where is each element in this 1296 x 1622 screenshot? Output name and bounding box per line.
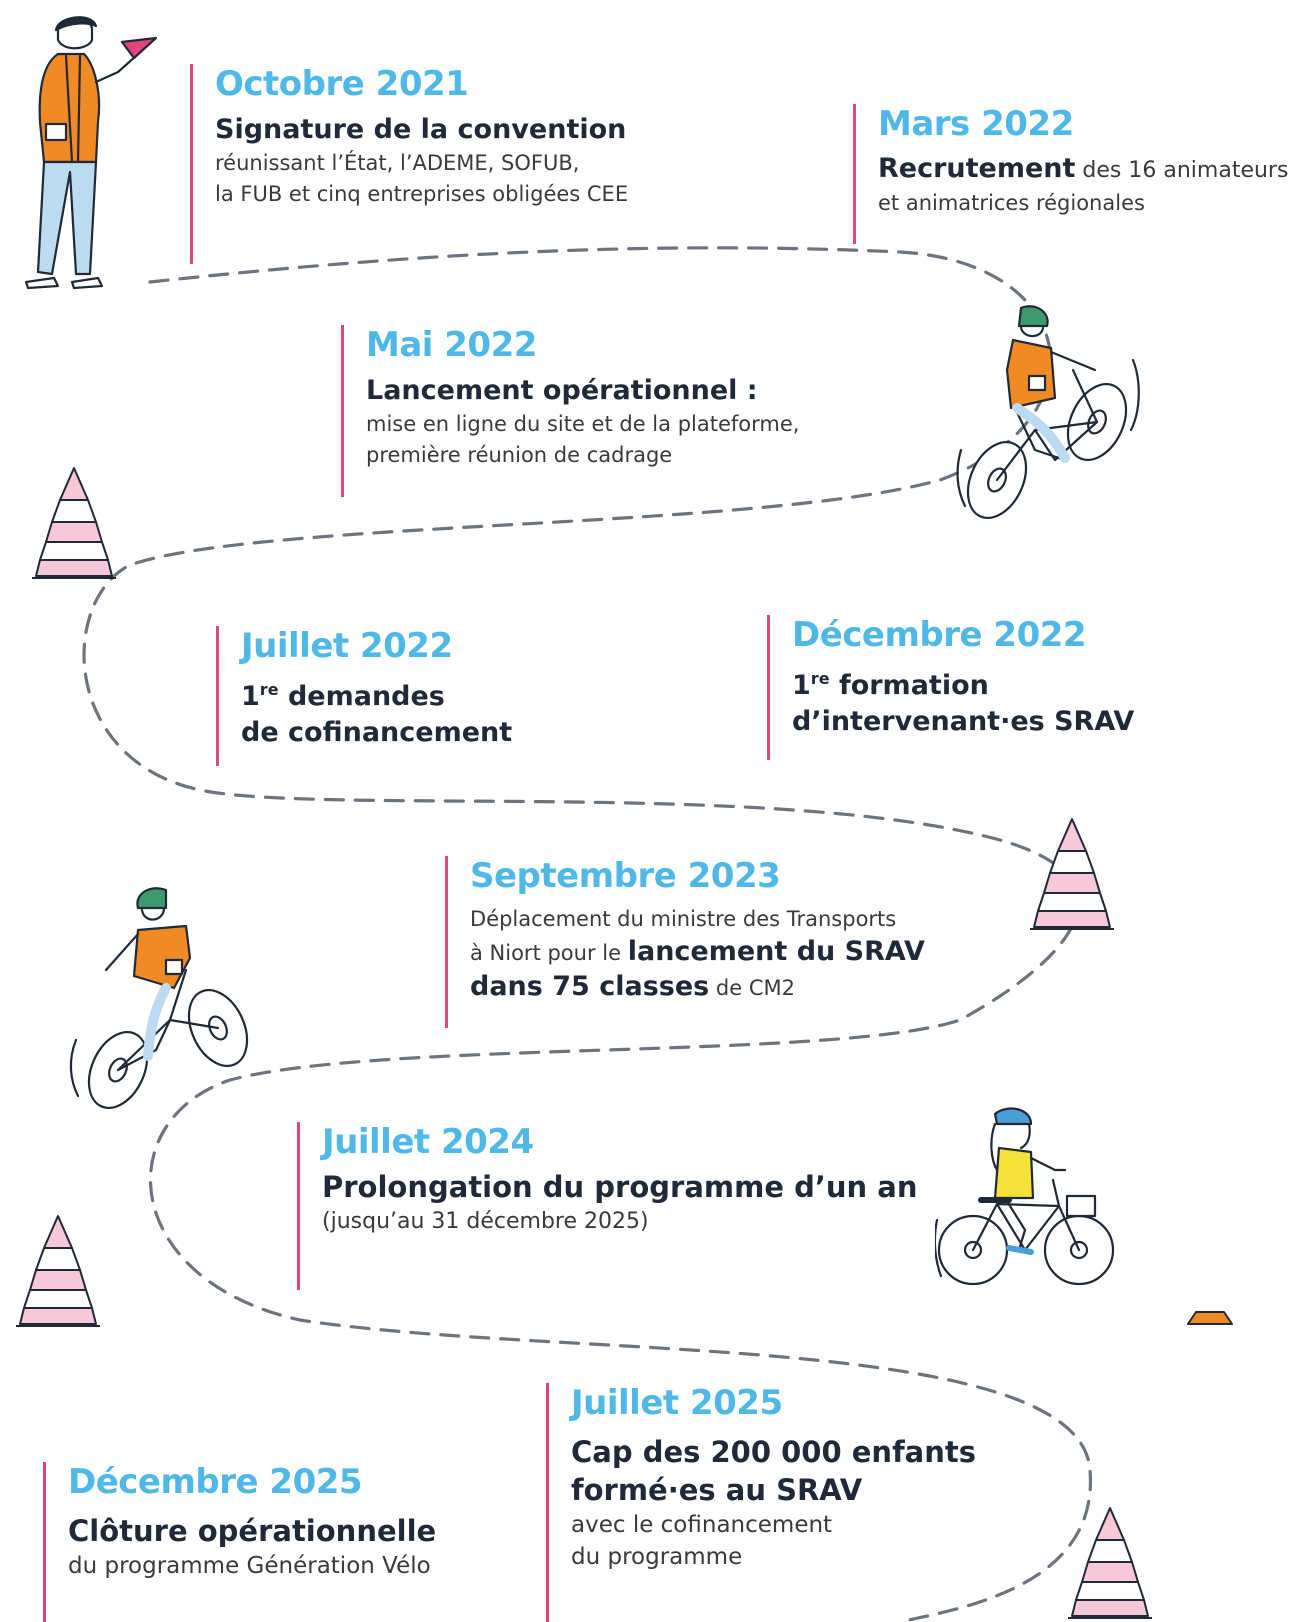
- event-desc: dans 75 classes de CM2: [470, 971, 795, 1002]
- event-date: Mai 2022: [366, 325, 537, 365]
- event-date: Juillet 2025: [571, 1383, 783, 1423]
- event-octobre-2021: Octobre 2021 Signature de la convention …: [190, 64, 628, 264]
- event-title-line2: de cofinancement: [241, 717, 513, 748]
- event-date: Décembre 2025: [68, 1462, 363, 1502]
- event-title-line2: formé·es au SRAV: [571, 1473, 863, 1507]
- event-decembre-2022: Décembre 2022 1re formation d’intervenan…: [767, 615, 1134, 760]
- marker-cone-icon: [1187, 1311, 1233, 1325]
- traffic-cone-icon: [16, 1215, 100, 1327]
- person-paper-plane-icon: [24, 16, 158, 290]
- event-juillet-2022: Juillet 2022 1re demandes de cofinanceme…: [216, 626, 512, 766]
- event-title: 1re demandes: [241, 680, 445, 712]
- event-juillet-2025: Juillet 2025 Cap des 200 000 enfants for…: [546, 1383, 976, 1622]
- event-desc: (jusqu’au 31 décembre 2025): [322, 1209, 649, 1234]
- event-desc: et animatrices régionales: [878, 191, 1145, 215]
- cyclist-orange-vest-icon: [69, 887, 249, 1109]
- event-title: Clôture opérationnelle: [68, 1514, 437, 1548]
- traffic-cone-icon: [1030, 818, 1114, 930]
- event-desc: à Niort pour le lancement du SRAV: [470, 936, 925, 967]
- event-title: Lancement opérationnel :: [366, 375, 758, 406]
- event-desc: du programme Génération Vélo: [68, 1553, 431, 1579]
- event-title-line: Recrutement des 16 animateurs: [878, 152, 1288, 188]
- event-title: Recrutement: [878, 153, 1076, 184]
- event-date: Juillet 2024: [322, 1122, 534, 1162]
- cyclist-yellow-shirt-icon: [935, 1107, 1115, 1286]
- event-desc: la FUB et cinq entreprises obligées CEE: [215, 182, 629, 206]
- event-date: Septembre 2023: [470, 856, 781, 896]
- event-desc: réunissant l’État, l’ADEME, SOFUB,: [215, 151, 580, 175]
- event-mai-2022: Mai 2022 Lancement opérationnel : mise e…: [341, 325, 799, 497]
- traffic-cone-icon: [32, 467, 116, 579]
- event-title: Cap des 200 000 enfants: [571, 1435, 977, 1469]
- event-desc: du programme: [571, 1544, 743, 1570]
- event-title-rest: des 16 animateurs: [1075, 158, 1289, 183]
- event-title: Signature de la convention: [215, 114, 627, 145]
- event-desc: avec le cofinancement: [571, 1512, 833, 1538]
- event-title: Prolongation du programme d’un an: [322, 1170, 918, 1204]
- event-date: Octobre 2021: [215, 64, 469, 104]
- event-title-line2: d’intervenant·es SRAV: [792, 706, 1135, 737]
- event-septembre-2023: Septembre 2023 Déplacement du ministre d…: [445, 856, 925, 1028]
- event-desc: mise en ligne du site et de la plateform…: [366, 412, 800, 436]
- event-decembre-2025: Décembre 2025 Clôture opérationnelle du …: [43, 1462, 436, 1622]
- event-date: Décembre 2022: [792, 615, 1087, 655]
- event-desc: Déplacement du ministre des Transports: [470, 907, 897, 931]
- event-juillet-2024: Juillet 2024 Prolongation du programme d…: [297, 1122, 917, 1290]
- event-date: Juillet 2022: [241, 626, 453, 666]
- cyclist-orange-vest-icon: [956, 305, 1140, 519]
- event-desc: première réunion de cadrage: [366, 443, 673, 467]
- event-title: 1re formation: [792, 669, 989, 701]
- traffic-cone-icon: [1068, 1507, 1152, 1619]
- event-date: Mars 2022: [878, 104, 1074, 144]
- event-mars-2022: Mars 2022 Recrutement des 16 animateurs …: [853, 104, 1288, 244]
